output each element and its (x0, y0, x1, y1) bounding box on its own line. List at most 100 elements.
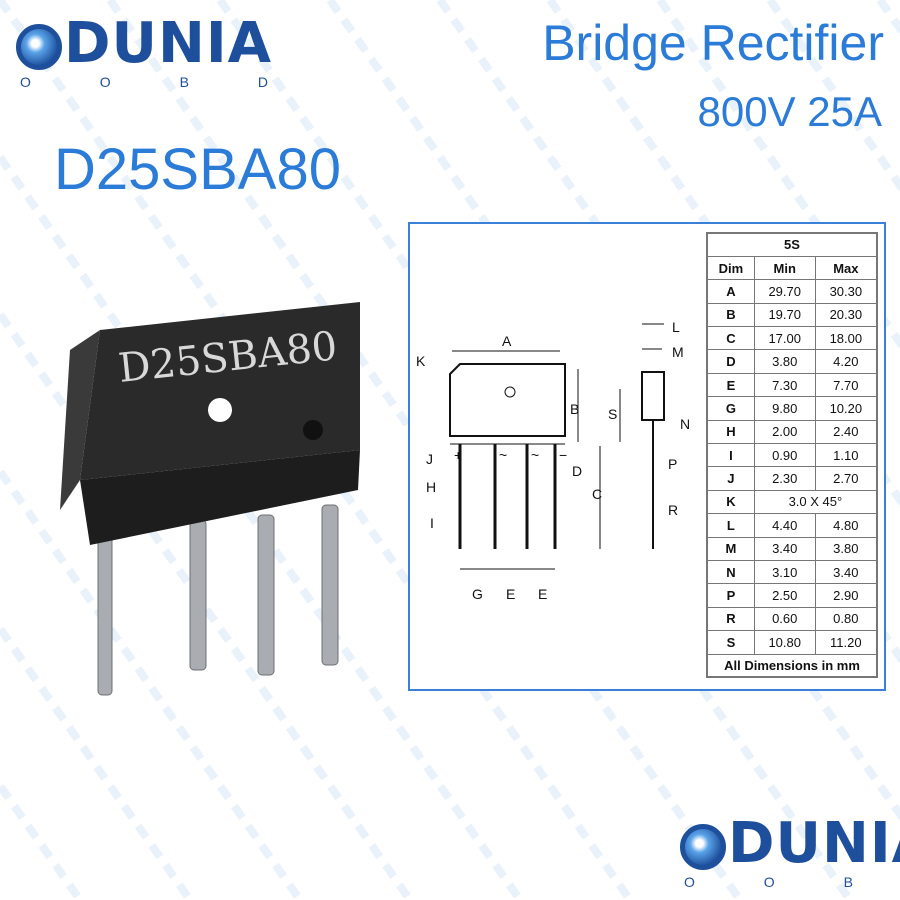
brand-name: DUNIA (64, 11, 272, 76)
table-cell: 2.70 (814, 466, 878, 491)
globe-icon (16, 23, 62, 70)
table-cell: 2.90 (814, 583, 878, 608)
table-cell: G (706, 396, 755, 421)
dim-label-g: G (472, 586, 483, 602)
dim-label-p: P (668, 456, 677, 472)
dim-label-m: M (672, 344, 684, 360)
dim-label-k: K (416, 353, 426, 369)
table-cell: 20.30 (814, 302, 878, 328)
product-title: Bridge Rectifier (542, 15, 884, 71)
dim-label-e2: E (538, 586, 547, 602)
table-cell: 11.20 (814, 630, 878, 655)
table-cell: 0.90 (753, 443, 816, 468)
table-cell: 4.80 (814, 513, 878, 538)
product-rating: 800V 25A (697, 88, 883, 135)
table-cell: 10.80 (753, 630, 816, 655)
table-cell: 0.80 (814, 606, 878, 632)
header-max: Max (814, 255, 878, 281)
dim-label-c: C (592, 486, 602, 502)
brand-name-bottom: DUNIA (728, 811, 900, 876)
pin-mark-plus: + (454, 447, 462, 463)
dim-label-r: R (668, 502, 678, 518)
product-photo: D25SBA80 (60, 302, 360, 696)
header-min: Min (753, 255, 816, 281)
table-cell: J (706, 466, 755, 491)
table-cell: 3.40 (814, 559, 878, 585)
globe-icon (680, 823, 726, 870)
table-cell: 2.30 (753, 466, 816, 491)
dim-label-i: I (430, 515, 434, 531)
table-cell: 19.70 (753, 302, 816, 328)
dim-label-b: B (570, 401, 579, 417)
package-name: 5S (706, 232, 878, 257)
table-cell: 2.00 (753, 419, 816, 445)
table-cell: H (706, 419, 755, 445)
table-cell: 0.60 (753, 606, 816, 632)
table-cell: 3.40 (753, 536, 816, 561)
package-outline: A B C D E E G H I J K L M N P R S + ~ ~ … (416, 319, 690, 602)
dim-label-j: J (426, 451, 433, 467)
dim-label-s: S (608, 406, 617, 422)
table-cell: I (706, 443, 755, 468)
table-cell: 18.00 (814, 326, 878, 351)
table-cell: 3.80 (753, 349, 816, 374)
table-cell: M (706, 536, 755, 561)
table-cell: 7.30 (753, 372, 816, 398)
pin-mark-ac1: ~ (499, 447, 507, 463)
table-cell: S (706, 630, 755, 655)
dim-label-a: A (502, 333, 512, 349)
table-cell: 3.0 X 45° (753, 489, 878, 515)
table-cell: 4.20 (814, 349, 878, 374)
table-cell: L (706, 513, 755, 538)
table-cell: 29.70 (753, 279, 816, 304)
table-cell: K (706, 489, 755, 515)
table-cell: N (706, 559, 755, 585)
table-cell: 2.50 (753, 583, 816, 608)
table-cell: 4.40 (753, 513, 816, 538)
dim-label-d: D (572, 463, 582, 479)
table-cell: E (706, 372, 755, 398)
table-cell: 9.80 (753, 396, 816, 421)
dim-label-e: E (506, 586, 515, 602)
table-cell: A (706, 279, 755, 304)
table-cell: 10.20 (814, 396, 878, 421)
dimension-diagram: A B C D E E G H I J K L M N P R S + ~ ~ … (408, 222, 886, 691)
table-cell: 3.10 (753, 559, 816, 585)
table-cell: P (706, 583, 755, 608)
table-cell: R (706, 606, 755, 632)
table-cell: B (706, 302, 755, 328)
dim-label-l: L (672, 319, 680, 335)
table-footer: All Dimensions in mm (706, 653, 878, 678)
part-number: D25SBA80 (54, 137, 341, 202)
table-cell: 17.00 (753, 326, 816, 351)
table-cell: C (706, 326, 755, 351)
header-dim: Dim (706, 255, 755, 281)
dim-label-n: N (680, 416, 690, 432)
table-cell: D (706, 349, 755, 374)
dim-label-h: H (426, 479, 436, 495)
table-cell: 3.80 (814, 536, 878, 561)
pin-mark-ac2: ~ (531, 447, 539, 463)
table-cell: 1.10 (814, 443, 878, 468)
